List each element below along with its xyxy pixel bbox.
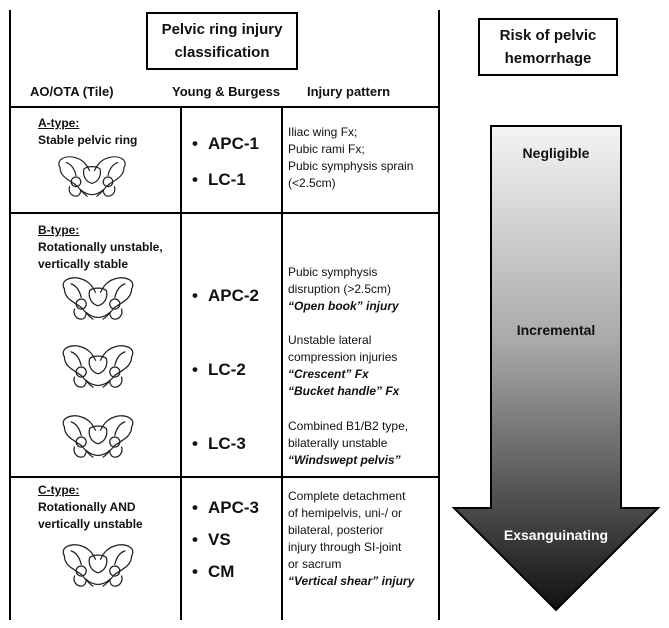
pelvis-a-illustration [52,152,132,202]
a-type-label: A-type: Stable pelvic ring [38,115,137,149]
pelvis-b1-illustration [56,272,140,326]
c-type-desc-2: vertically unstable [38,517,143,531]
a-codes: •APC-1 •LC-1 [192,132,259,192]
b2-pattern: Unstable lateral compression injuries “C… [288,333,400,398]
left-border [9,10,11,620]
code-lc1: •LC-1 [192,170,246,189]
header-divider [9,106,440,108]
c-pattern: Complete detachment of hemipelvis, uni-/… [288,489,415,588]
c-type-title: C-type: [38,483,80,497]
row-divider-bc [9,476,440,478]
risk-arrow [451,125,661,612]
b-type-desc-2: vertically stable [38,257,129,271]
risk-level-negligible: Negligible [522,145,590,161]
code-lc3: •LC-3 [192,434,246,453]
pelvis-b3-illustration [56,410,140,464]
b1-pattern: Pubic symphysis disruption (>2.5cm) “Ope… [288,265,399,313]
b-type-desc-1: Rotationally unstable, [38,240,163,254]
c-type-label: C-type: Rotationally AND vertically unst… [38,482,143,533]
b3-pattern: Combined B1/B2 type, bilaterally unstabl… [288,419,409,467]
b-type-label: B-type: Rotationally unstable, verticall… [38,222,163,273]
code-apc2: •APC-2 [192,286,260,305]
a-type-title: A-type: [38,116,80,130]
column-divider-risk [438,10,440,620]
column-divider-ao-yb [180,108,182,620]
risk-title-line2: hemorrhage [504,50,592,67]
code-apc3: •APC-3 [192,498,260,517]
pelvis-b2-illustration [56,340,140,394]
a-pattern: Iliac wing Fx; Pubic rami Fx; Pubic symp… [288,125,414,190]
row-divider-ab [9,212,440,214]
risk-title: Risk of pelvic hemorrhage [478,18,618,76]
code-apc1: •APC-1 [192,134,260,153]
a-type-desc: Stable pelvic ring [38,133,138,147]
risk-level-exsanguinating: Exsanguinating [503,527,609,543]
column-header-yb: Young & Burgess [172,84,281,99]
c-codes: •APC-3 •VS •CM [192,496,259,584]
risk-level-incremental: Incremental [516,322,596,338]
column-divider-yb-pattern [281,108,283,620]
code-lc2: •LC-2 [192,360,246,379]
code-vs: •VS [192,530,231,549]
column-header-pattern: Injury pattern [307,84,391,99]
classification-title-line2: classification [174,44,270,61]
pelvis-c-illustration [56,538,140,594]
c-type-desc-1: Rotationally AND [38,500,136,514]
code-cm: •CM [192,562,235,581]
classification-title: Pelvic ring injury classification [146,12,298,70]
column-header-ao: AO/OTA (Tile) [30,84,114,99]
b-type-title: B-type: [38,223,80,237]
classification-title-line1: Pelvic ring injury [161,21,283,38]
risk-title-line1: Risk of pelvic [499,27,597,44]
